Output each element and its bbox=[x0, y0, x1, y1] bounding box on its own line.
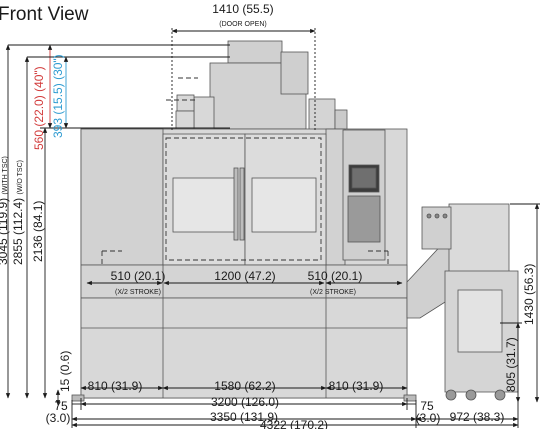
chip-cart bbox=[448, 203, 510, 275]
base-lower bbox=[80, 297, 408, 399]
tool-changer-box bbox=[280, 51, 309, 95]
wheel-mid bbox=[465, 389, 477, 401]
dim-972: 972 (38.3) bbox=[450, 410, 505, 424]
upper-left-box2 bbox=[175, 110, 195, 131]
height-15: 15 (0.6) bbox=[58, 351, 72, 392]
dim-3-left: (3.0) bbox=[46, 411, 71, 425]
wheel-left bbox=[445, 389, 457, 401]
height-1430: 1430 (56.3) bbox=[522, 264, 536, 325]
door-open-note: (DOOR OPEN) bbox=[219, 21, 266, 28]
coolant-tank-inner bbox=[457, 289, 503, 353]
control-keypad bbox=[347, 195, 381, 243]
left-side-panel bbox=[80, 128, 164, 266]
stroke-right-dim: 510 (20.1) bbox=[308, 269, 363, 283]
dashed-guides bbox=[101, 77, 389, 266]
dim-1580: 1580 (62.2) bbox=[214, 379, 275, 393]
drawing-title: Front View bbox=[0, 4, 89, 25]
door-window-left bbox=[172, 177, 238, 233]
control-screen-inner bbox=[351, 167, 377, 189]
upper-left-small-box bbox=[176, 94, 195, 112]
dim-75-right: 75 bbox=[420, 399, 434, 413]
height-with-tsc: 3045 (119.9) (WITH TSC) bbox=[0, 156, 10, 265]
right-side-panel bbox=[325, 128, 346, 266]
right-top-block bbox=[308, 98, 336, 133]
height-560: 560 (22.0) (40") bbox=[32, 66, 46, 150]
door-open-dim: 1410 (55.5) bbox=[212, 2, 273, 16]
dim-3350: 3350 (131.9) bbox=[210, 410, 278, 424]
height-2136: 2136 (84.1) bbox=[31, 201, 45, 262]
upper-left-stack bbox=[193, 96, 215, 131]
dim-810-right: 810 (31.9) bbox=[329, 379, 384, 393]
height-805: 805 (31.7) bbox=[504, 337, 518, 392]
dim-75-left: 75 bbox=[54, 399, 68, 413]
wheel-right bbox=[494, 389, 506, 401]
stroke-right-note: (X/2 STROKE) bbox=[310, 289, 356, 296]
height-wo-tsc: 2855 (112.4) (W/O TSC) bbox=[11, 160, 25, 265]
foot-right bbox=[403, 394, 417, 402]
door-handle-right bbox=[239, 167, 245, 241]
tsc-control-box bbox=[421, 206, 452, 250]
stroke-left-note: (X/2 STROKE) bbox=[115, 289, 161, 296]
dim-810-left: 810 (31.9) bbox=[88, 379, 143, 393]
door-handle-left bbox=[233, 167, 239, 241]
stroke-center-dim: 1200 (47.2) bbox=[214, 269, 275, 283]
foot-left bbox=[71, 394, 85, 402]
dimension-lines bbox=[5, 28, 540, 428]
machine-outline bbox=[71, 40, 519, 402]
dim-4322: 4322 (170.2) bbox=[260, 418, 328, 429]
right-top-small bbox=[334, 109, 348, 131]
stroke-left-dim: 510 (20.1) bbox=[111, 269, 166, 283]
dim-3-right: (3.0) bbox=[416, 411, 441, 425]
spindle-head-top bbox=[227, 40, 283, 64]
door-window-right bbox=[251, 177, 317, 233]
height-393: 393 (15.5) (30") bbox=[51, 54, 65, 138]
dim-3200: 3200 (126.0) bbox=[211, 395, 279, 409]
